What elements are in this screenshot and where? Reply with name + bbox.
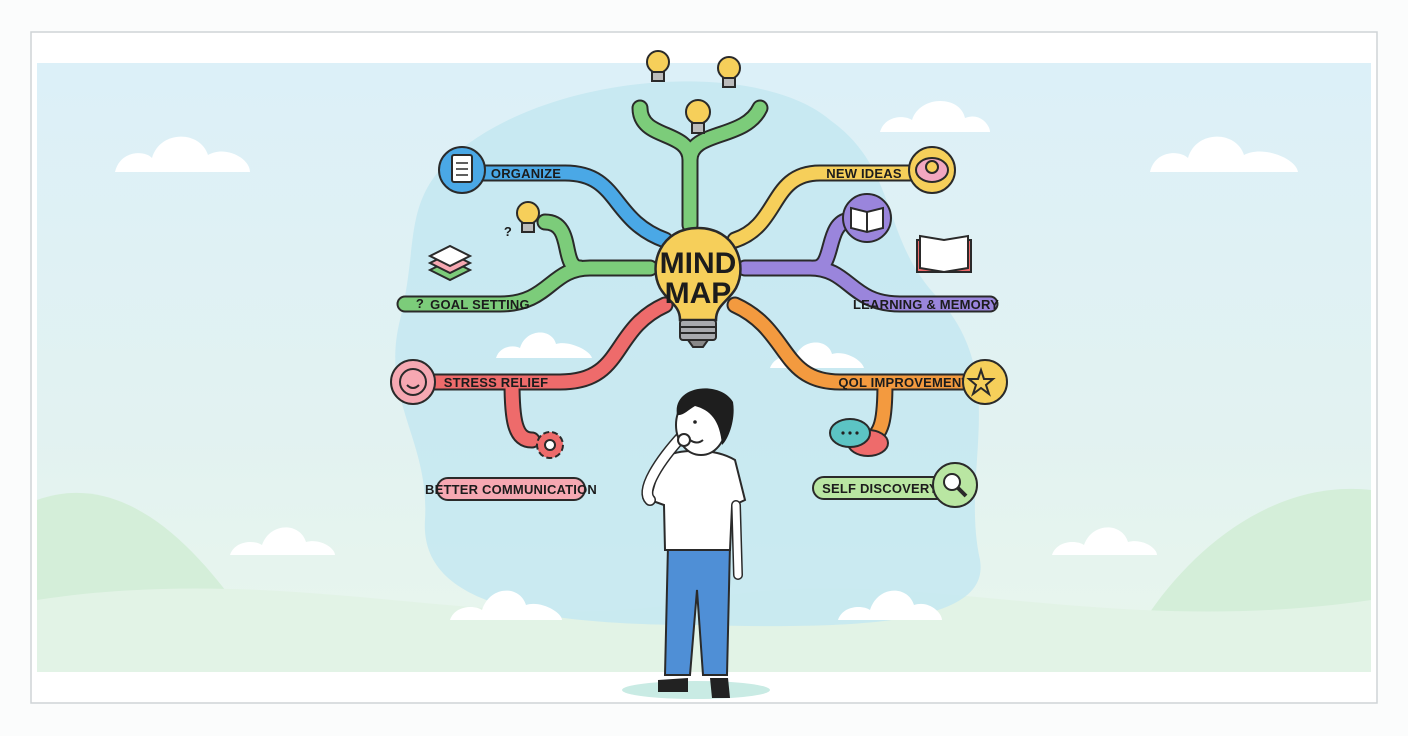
magnifier-icon: [932, 462, 978, 508]
stress-relief-label: STRESS RELIEF: [444, 375, 548, 390]
cloud: [450, 590, 562, 620]
qol-improvement-label: QOL IMPROVEMENT: [838, 375, 969, 390]
brain-lightbulb-icon: [908, 146, 956, 194]
cloud: [1150, 136, 1298, 172]
sticky-notes-icon: [427, 244, 473, 282]
lightbulb-icon: [717, 56, 741, 88]
learning-memory-label: LEARNING & MEMORY: [853, 297, 999, 312]
better-communication-pill: [436, 477, 586, 501]
thinking-person: [622, 388, 770, 699]
cloud: [880, 100, 990, 132]
book-icon: [842, 193, 892, 243]
cloud: [838, 590, 942, 620]
goal-setting-label: GOAL SETTING: [430, 297, 530, 312]
chat-bubbles-icon: [829, 418, 889, 457]
better-communication-label: BETTER COMMUNICATION: [425, 482, 597, 497]
lightbulb-icon: [646, 50, 670, 82]
lightbulb-icon: [685, 99, 711, 134]
self-discovery-label: SELF DISCOVERY: [822, 481, 938, 496]
question-mark: ?: [416, 296, 424, 311]
question-mark: ?: [504, 224, 512, 239]
title-line1: MIND: [660, 247, 737, 280]
smiley-icon: [390, 359, 436, 405]
cloud: [230, 527, 335, 555]
new-ideas-label: NEW IDEAS: [826, 166, 902, 181]
open-book-icon: [916, 234, 972, 274]
mind-map-bulb: MIND MAP: [654, 226, 742, 348]
cloud: [1052, 527, 1157, 555]
lightbulb-icon: [516, 201, 540, 233]
organize-label: ORGANIZE: [491, 166, 561, 181]
gear-icon: [536, 431, 564, 459]
title-line2: MAP: [665, 277, 732, 310]
clipboard-icon: [438, 146, 486, 194]
star-icon: [962, 359, 1008, 405]
cloud: [115, 136, 250, 172]
cloud: [496, 332, 592, 358]
